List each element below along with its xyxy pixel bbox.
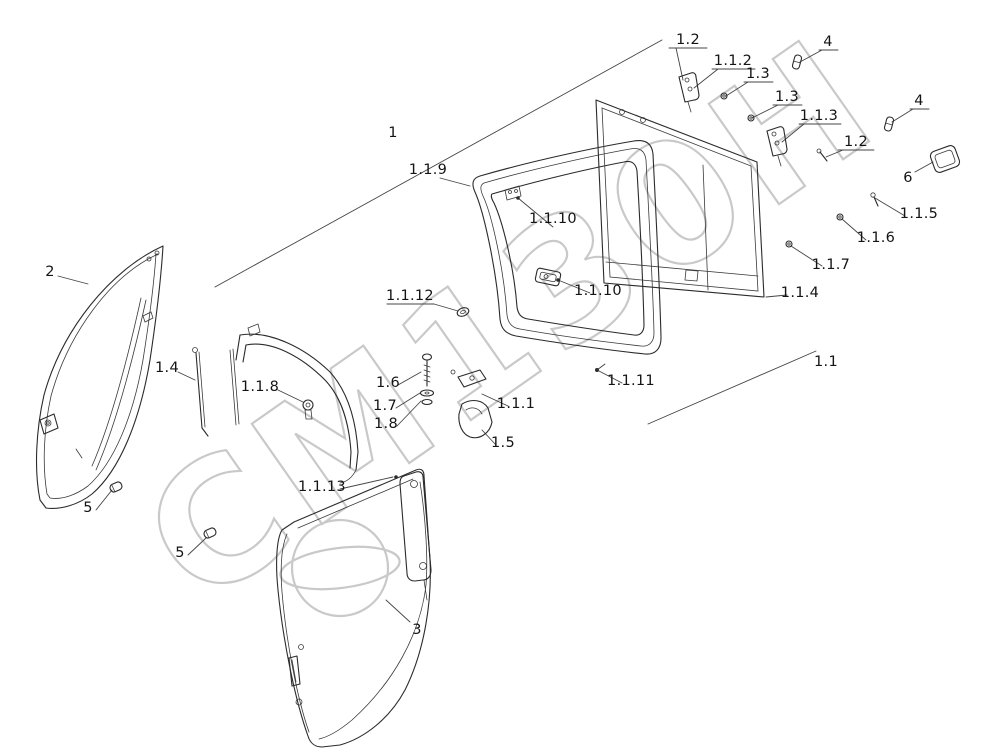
part-label-1-1-10-a: 1.1.10: [529, 211, 577, 227]
part-label-5-b: 5: [175, 545, 185, 561]
part-label-1-1-5: 1.1.5: [899, 206, 939, 222]
part-label-1-1-10-b: 1.1.10: [574, 283, 622, 299]
part-label-1-1-11: 1.1.11: [607, 373, 655, 389]
part-label-1-1-13: 1.1.13: [298, 479, 346, 495]
part-label-1-1: 1.1: [814, 354, 838, 370]
part-label-1-1-3: 1.1.3: [799, 108, 839, 124]
rear-panel-1-1-4: [595, 99, 765, 298]
part-label-1-1-4: 1.1.4: [780, 285, 820, 301]
windshield-glass-1-1-10: [490, 160, 645, 336]
bracket-1-1-1: [450, 369, 487, 388]
part-label-1-7: 1.7: [373, 398, 397, 414]
screw-1-2-b: [816, 148, 828, 162]
left-door-glass-2: [35, 245, 164, 509]
screw-1-1-5: [870, 192, 879, 207]
washer-1-3-b: [747, 114, 755, 122]
pin-4-b: [883, 116, 895, 132]
door-strut-1-4: [192, 347, 209, 437]
part-label-6: 6: [903, 170, 913, 186]
grommet-1-1-12: [456, 307, 470, 317]
vent-handle: [534, 267, 562, 287]
clip-5-a: [109, 481, 123, 493]
pin-4-a: [791, 54, 803, 70]
screw-stack-1-6-1-7-1-8: [419, 353, 435, 406]
group-line-1-1: [647, 350, 817, 425]
part-label-2: 2: [45, 264, 55, 280]
hinge-strap-1-1-13: [394, 471, 432, 601]
leader-lines: [57, 47, 934, 623]
part-label-1-1-9: 1.1.9: [408, 162, 448, 178]
clip-5-b: [203, 527, 217, 539]
group-line-1: [214, 39, 663, 288]
part-label-1-3-b: 1.3: [775, 89, 799, 105]
limiter-1-5: [458, 399, 493, 439]
part-label-4-b: 4: [914, 93, 924, 109]
hinge-1-1-2: [678, 72, 700, 113]
clip-1-1-11: [595, 363, 606, 372]
hinge-1-1-3: [766, 126, 788, 167]
part-label-1-1-6: 1.1.6: [856, 230, 896, 246]
part-label-1-6: 1.6: [376, 375, 400, 391]
part-label-3: 3: [412, 622, 422, 638]
washer-1-3-a: [720, 92, 728, 100]
part-label-1-3-a: 1.3: [746, 66, 770, 82]
windshield-seal-1-1-9: [472, 140, 662, 355]
part-label-1-1-7: 1.1.7: [811, 257, 851, 273]
part-label-1-1-2: 1.1.2: [713, 53, 753, 69]
part-label-1-2-b: 1.2: [844, 134, 868, 150]
part-label-4-a: 4: [823, 34, 833, 50]
part-label-1-1-1: 1.1.1: [496, 396, 536, 412]
part-label-1-1-8: 1.1.8: [240, 379, 280, 395]
block-6: [929, 145, 961, 173]
part-label-1-8: 1.8: [374, 416, 398, 432]
door-frame-1-1-8: [229, 323, 359, 484]
part-label-1: 1: [388, 125, 398, 141]
part-label-5-a: 5: [83, 500, 93, 516]
part-label-1-1-12: 1.1.12: [386, 288, 434, 304]
part-label-1-2-a: 1.2: [676, 32, 700, 48]
washer-1-1-7: [785, 240, 793, 248]
part-label-1-5: 1.5: [491, 435, 515, 451]
part-label-1-4: 1.4: [155, 360, 179, 376]
washer-1-1-6: [836, 213, 844, 221]
